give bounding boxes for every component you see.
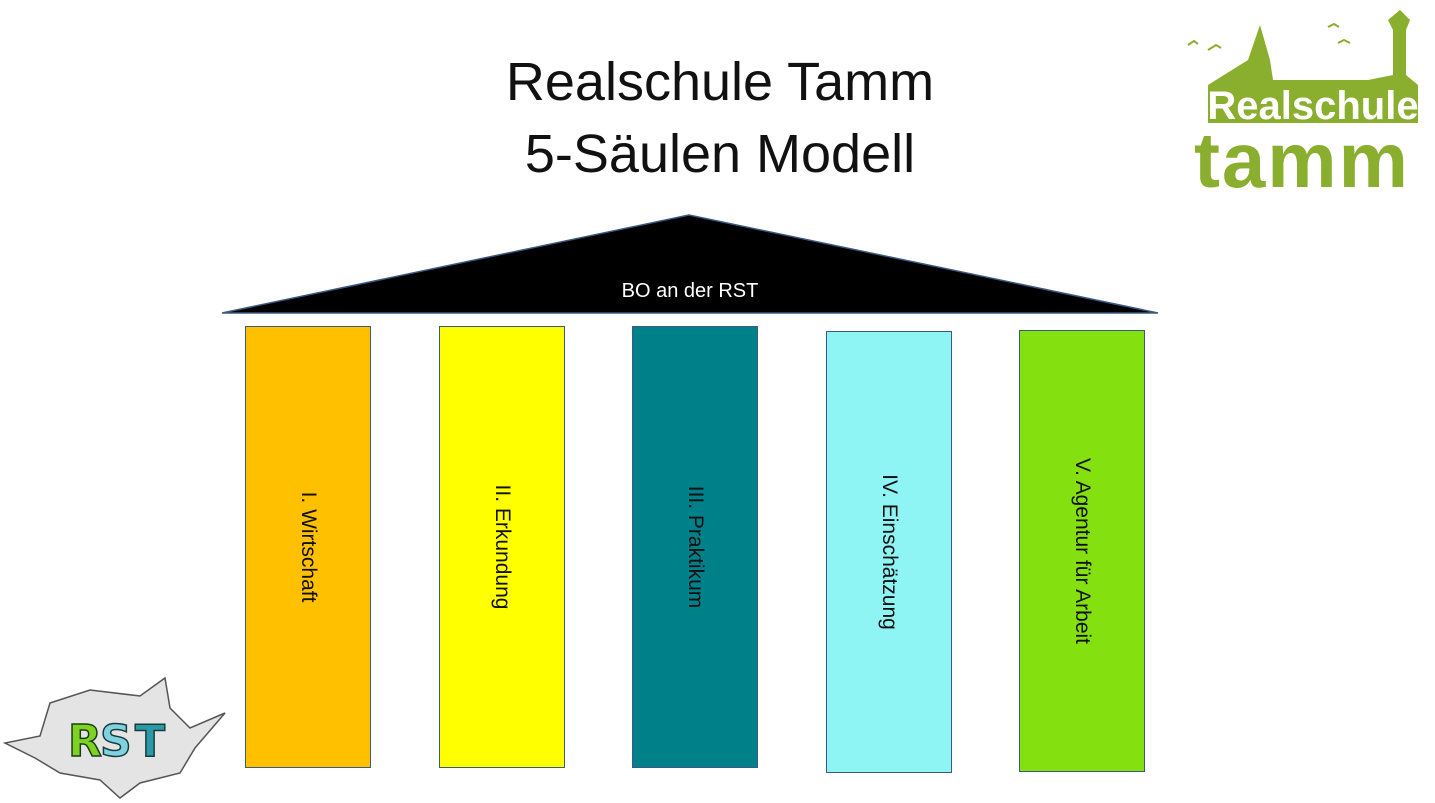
pillar-1: I. Wirtschaft xyxy=(245,326,371,768)
svg-text:S: S xyxy=(100,716,132,767)
pillar-3: III. Praktikum xyxy=(632,326,758,768)
svg-text:tamm: tamm xyxy=(1194,116,1410,195)
title-line-1: Realschule Tamm xyxy=(505,52,935,112)
pillar-4: IV. Einschätzung xyxy=(826,331,952,773)
svg-text:Realschule: Realschule xyxy=(1207,84,1418,128)
pillar-5: V. Agentur für Arbeit xyxy=(1019,330,1145,772)
pillar-label: III. Praktikum xyxy=(684,485,707,609)
svg-text:T: T xyxy=(135,716,165,767)
rst-logo: R S T xyxy=(2,676,226,799)
pillar-label: IV. Einschätzung xyxy=(878,474,901,630)
slide-title: Realschule Tamm 5-Säulen Modell xyxy=(420,46,1020,190)
pillar-label: II. Erkundung xyxy=(491,484,514,610)
svg-text:R: R xyxy=(68,716,102,767)
pillar-label: I. Wirtschaft xyxy=(297,491,320,603)
title-line-2: 5-Säulen Modell xyxy=(524,124,916,184)
pillar-2: II. Erkundung xyxy=(439,326,565,768)
pillar-label: V. Agentur für Arbeit xyxy=(1071,457,1094,645)
roof-label: BO an der RST xyxy=(621,280,759,302)
school-logo: Realschule tamm xyxy=(1187,10,1419,195)
